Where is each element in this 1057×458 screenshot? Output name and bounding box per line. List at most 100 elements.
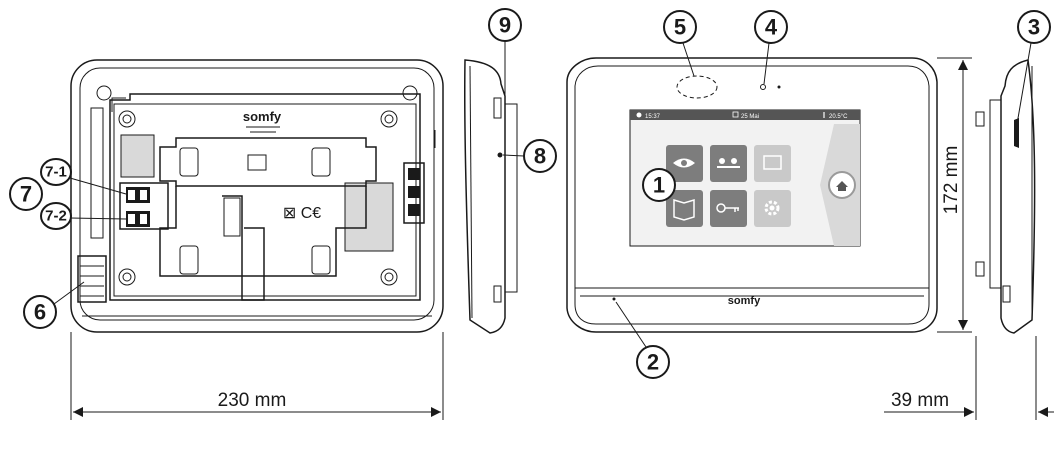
callout-4-circle bbox=[754, 10, 788, 44]
depth-arrow-left bbox=[964, 407, 974, 417]
width-arrow-left bbox=[73, 407, 83, 417]
wall-bracket-plate bbox=[109, 93, 421, 301]
screw-hole-tr-inner bbox=[384, 114, 394, 124]
callout-8-leader bbox=[502, 154, 525, 157]
side-right-back-rail bbox=[989, 99, 1002, 289]
callout-6-label: 6 bbox=[34, 300, 46, 325]
height-arrow-bottom bbox=[958, 320, 968, 330]
screen-date: 25 Mai bbox=[741, 114, 759, 120]
side-left-bottom-port bbox=[493, 285, 502, 303]
callout-8-label: 8 bbox=[534, 144, 546, 169]
right-connector-1 bbox=[408, 168, 420, 180]
clock-icon bbox=[636, 112, 642, 118]
back-outer-housing bbox=[70, 59, 444, 333]
tile-people[interactable] bbox=[710, 145, 747, 182]
lower-hook-right bbox=[311, 245, 331, 275]
side-left-body bbox=[463, 59, 506, 334]
screen-temperature: 20.5°C bbox=[829, 114, 848, 120]
width-dimension: 230 mm bbox=[70, 332, 444, 420]
callout-2-leader bbox=[615, 301, 647, 348]
bracket-inner-edge bbox=[113, 103, 417, 297]
depth-arrow-right bbox=[1038, 407, 1048, 417]
callout-7-1-label: 7-1 bbox=[45, 164, 67, 181]
right-connector-2 bbox=[408, 186, 420, 198]
callout-2: 2 bbox=[615, 301, 670, 379]
callout-7-label: 7 bbox=[20, 182, 32, 207]
right-connector-housing bbox=[403, 162, 425, 224]
height-dim-label: 172 mm bbox=[941, 146, 962, 215]
calendar-icon bbox=[732, 111, 739, 118]
gear-icon bbox=[764, 200, 780, 216]
callout-4-leader bbox=[763, 42, 770, 85]
callout-5: 5 bbox=[663, 10, 697, 77]
side-right-button bbox=[1014, 118, 1019, 148]
callout-7: 7 bbox=[9, 177, 43, 211]
callout-6-leader bbox=[53, 281, 85, 305]
book-icon bbox=[673, 198, 695, 221]
side-left-front-edge bbox=[469, 65, 473, 319]
callout-7-2-leader bbox=[69, 217, 127, 220]
front-somfy-logo: somfy bbox=[728, 295, 761, 307]
screw-hole-tl bbox=[118, 110, 136, 128]
front-view: somfy 15:37 25 Mai 20.5°C bbox=[566, 57, 938, 333]
callout-7-2-circle bbox=[40, 202, 72, 230]
upper-hook-right bbox=[311, 147, 331, 177]
screw-hole-br bbox=[380, 268, 398, 286]
callout-3: 3 bbox=[1016, 10, 1051, 125]
right-connector-3 bbox=[408, 204, 420, 216]
side-view-left bbox=[463, 59, 518, 334]
callout-7-1-circle bbox=[40, 158, 72, 186]
front-led bbox=[612, 297, 616, 301]
side-left-back-rail bbox=[504, 103, 518, 293]
screen-time: 15:37 bbox=[645, 114, 661, 120]
side-right-tab-top bbox=[975, 111, 985, 127]
front-outer-housing bbox=[566, 57, 938, 333]
touch-screen: 15:37 25 Mai 20.5°C bbox=[629, 109, 861, 247]
callout-1-label: 1 bbox=[653, 173, 665, 198]
side-right-body bbox=[1000, 59, 1036, 334]
terminal-1-slot-a bbox=[128, 190, 135, 200]
upper-center-slot bbox=[247, 154, 267, 171]
callout-3-leader bbox=[1016, 42, 1032, 125]
screw-hole-tr bbox=[380, 110, 398, 128]
top-right-foot bbox=[402, 85, 418, 101]
screw-hole-tl-inner bbox=[122, 114, 132, 124]
side-right-bottom-port bbox=[1002, 285, 1011, 303]
depth-dimension: 39 mm bbox=[884, 336, 1054, 420]
screw-hole-bl-inner bbox=[122, 272, 132, 282]
callout-5-leader bbox=[682, 42, 695, 77]
people-icon-base bbox=[717, 166, 740, 168]
front-lower-strip bbox=[574, 287, 930, 325]
callout-5-label: 5 bbox=[674, 15, 686, 40]
callout-5-circle bbox=[663, 10, 697, 44]
side-right-tab-bottom bbox=[975, 261, 985, 277]
callout-7-2: 7-2 bbox=[40, 202, 127, 230]
depth-dim-label: 39 mm bbox=[891, 390, 949, 411]
tile-photo[interactable] bbox=[754, 145, 791, 182]
center-latch bbox=[223, 197, 241, 237]
terminal-2-slot-b bbox=[140, 214, 147, 224]
callout-9: 9 bbox=[488, 8, 522, 98]
callout-7-2-label: 7-2 bbox=[45, 208, 67, 225]
gear-icon-center bbox=[769, 205, 775, 211]
bracket-center-channel bbox=[222, 195, 265, 301]
stand-block bbox=[77, 255, 107, 303]
callout-2-circle bbox=[636, 345, 670, 379]
callout-7-circle bbox=[9, 177, 43, 211]
left-grey-panel bbox=[120, 134, 155, 178]
screw-hole-bl bbox=[118, 268, 136, 286]
callout-1: 1 bbox=[642, 168, 676, 202]
eye-icon-pupil bbox=[681, 160, 687, 166]
home-icon bbox=[836, 181, 848, 191]
callout-7-1: 7-1 bbox=[40, 158, 127, 195]
lower-hook-left bbox=[179, 245, 199, 275]
terminal-2-slot-a bbox=[128, 214, 135, 224]
certification-marks: ⊠ C€ bbox=[283, 205, 321, 222]
callout-8: 8 bbox=[502, 139, 557, 173]
callout-4: 4 bbox=[754, 10, 788, 85]
people-icon bbox=[719, 158, 725, 164]
callout-7-1-leader bbox=[69, 177, 127, 195]
upper-hook-left bbox=[179, 147, 199, 177]
callout-2-label: 2 bbox=[647, 350, 659, 375]
